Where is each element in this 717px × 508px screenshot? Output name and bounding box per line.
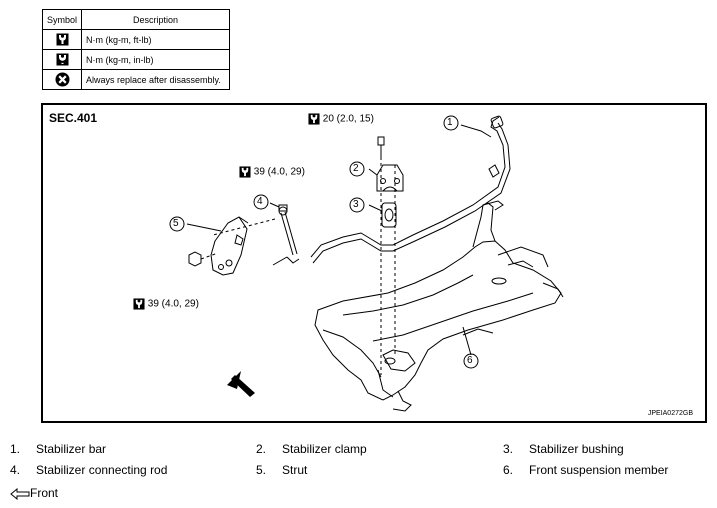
- front-suspension-member: [314, 200, 564, 412]
- callout-circles: [169, 115, 479, 369]
- part-label: Front suspension member: [529, 463, 669, 477]
- front-arrow-icon: [227, 371, 255, 397]
- torque-label: 39 (4.0, 29): [239, 166, 305, 178]
- part-item: 4. Stabilizer connecting rod: [10, 463, 167, 477]
- part-item: 2. Stabilizer clamp: [256, 442, 367, 456]
- part-item: 6. Front suspension member: [503, 463, 668, 477]
- torque-label: 20 (2.0, 15): [308, 113, 374, 125]
- torque-wrench-inlb-icon: [56, 53, 68, 66]
- callout-3: 3: [353, 199, 359, 210]
- callout-1: 1: [447, 117, 453, 128]
- part-item: 1. Stabilizer bar: [10, 442, 106, 456]
- part-label: Stabilizer bar: [36, 442, 107, 456]
- legend-row: N·m (kg-m, ft-lb): [42, 29, 230, 50]
- legend-description: N·m (kg-m, ft-lb): [81, 29, 230, 50]
- stabilizer-connecting-rod: [272, 204, 300, 266]
- part-item: 5. Strut: [256, 463, 307, 477]
- stabilizer-clamp: [376, 164, 404, 192]
- rod-centerline: [212, 218, 276, 236]
- legend-description-header: Description: [81, 9, 230, 30]
- part-label: Stabilizer clamp: [282, 442, 367, 456]
- torque-value: 39 (4.0, 29): [147, 298, 199, 310]
- part-item: 3. Stabilizer bushing: [503, 442, 624, 456]
- figure-code: JPEIA0272GB: [647, 410, 693, 417]
- part-number: 3.: [503, 442, 514, 456]
- strut-bracket: [210, 216, 249, 276]
- section-id: SEC.401: [49, 111, 98, 125]
- part-number: 6.: [503, 463, 514, 477]
- torque-wrench-icon: [239, 166, 251, 178]
- strut-nut: [188, 251, 219, 267]
- part-label: Stabilizer bushing: [529, 442, 624, 456]
- symbol-legend-table: Symbol Description N·m (kg-m, ft-lb) N·m…: [42, 9, 230, 90]
- torque-value: 20 (2.0, 15): [322, 113, 374, 125]
- torque-wrench-icon: [56, 33, 68, 46]
- legend-header-row: Symbol Description: [42, 9, 230, 30]
- front-outline-arrow-icon: [10, 487, 30, 500]
- legend-description: N·m (kg-m, in-lb): [81, 49, 230, 70]
- callout-2: 2: [353, 163, 359, 174]
- part-number: 4.: [10, 463, 21, 477]
- torque-label: 39 (4.0, 29): [133, 298, 199, 310]
- torque-wrench-icon: [308, 113, 320, 125]
- legend-row: Always replace after disassembly.: [42, 69, 230, 90]
- stabilizer-bushing: [381, 202, 397, 228]
- callout-4: 4: [257, 196, 263, 207]
- part-number: 2.: [256, 442, 267, 456]
- front-label: Front: [30, 486, 59, 500]
- stabilizer-diagram: SEC.401: [41, 103, 707, 423]
- torque-wrench-icon: [133, 298, 145, 310]
- callout-5: 5: [173, 218, 179, 229]
- diagram-drawing: [169, 115, 564, 412]
- callout-leaders: [186, 124, 492, 356]
- part-number: 5.: [256, 463, 267, 477]
- torque-value: 39 (4.0, 29): [253, 166, 305, 178]
- front-legend: Front: [10, 486, 58, 500]
- legend-description: Always replace after disassembly.: [81, 69, 230, 90]
- callout-6: 6: [467, 355, 473, 366]
- legend-row: N·m (kg-m, in-lb): [42, 49, 230, 70]
- stabilizer-bar: [310, 115, 511, 264]
- part-number: 1.: [10, 442, 21, 456]
- replace-part-icon: [55, 72, 69, 87]
- legend-symbol-header: Symbol: [42, 9, 82, 30]
- part-label: Strut: [282, 463, 308, 477]
- part-label: Stabilizer connecting rod: [36, 463, 168, 477]
- clamp-bolt: [377, 136, 385, 157]
